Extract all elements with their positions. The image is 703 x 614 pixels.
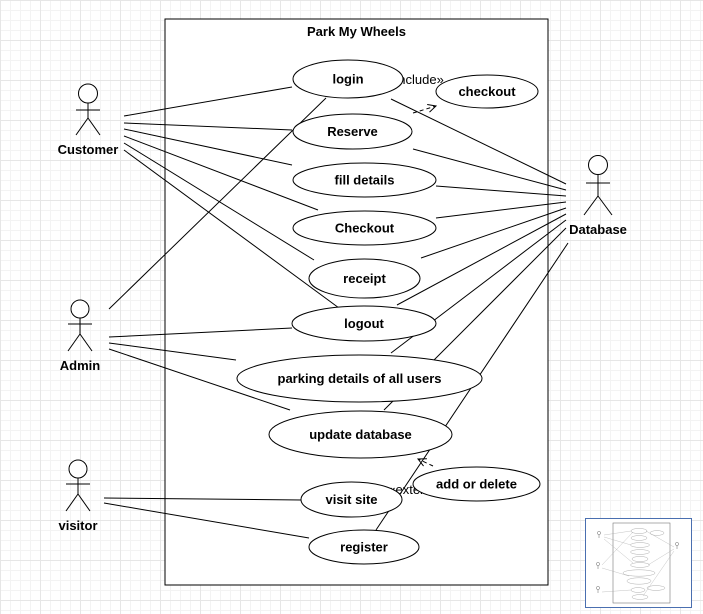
assoc-customer-login[interactable] — [123, 86, 293, 117]
assoc-database-receipt[interactable] — [420, 207, 567, 259]
assoc-customer-reserve[interactable] — [123, 122, 293, 131]
assoc-admin-parking-details[interactable] — [108, 342, 237, 361]
actor-admin-label: Admin — [60, 358, 101, 373]
assoc-customer-fill-details[interactable] — [123, 128, 293, 166]
system-title: Park My Wheels — [307, 24, 406, 39]
use-case-register-label: register — [340, 540, 388, 555]
use-case-parking-details-label: parking details of all users — [278, 371, 442, 386]
minimap-preview — [596, 522, 679, 604]
use-case-visit-site-label: visit site — [325, 492, 377, 507]
use-case-update-database-label: update database — [309, 427, 412, 442]
use-case-add-or-delete-label: add or delete — [436, 477, 517, 492]
use-case-add-or-delete[interactable]: add or delete — [412, 466, 541, 502]
actor-customer-label: Customer — [58, 142, 119, 157]
use-case-checkout-include[interactable]: checkout — [435, 74, 539, 109]
assoc-admin-logout[interactable] — [108, 327, 293, 338]
assoc-database-fill-details[interactable] — [435, 185, 567, 197]
use-case-parking-details[interactable]: parking details of all users — [236, 354, 483, 403]
use-case-fill-details-label: fill details — [335, 173, 395, 188]
assoc-visitor-visit-site[interactable] — [103, 497, 303, 501]
extend-arrow[interactable] — [418, 459, 434, 467]
assoc-database-checkout[interactable] — [435, 201, 567, 219]
actor-visitor-label: visitor — [58, 518, 97, 533]
use-case-checkout[interactable]: Checkout — [292, 210, 437, 246]
assoc-database-logout[interactable] — [396, 213, 567, 306]
use-case-checkout-label: Checkout — [335, 221, 395, 236]
use-case-logout-label: logout — [344, 316, 384, 331]
actor-visitor[interactable] — [65, 459, 91, 512]
actor-database[interactable] — [583, 155, 613, 216]
actor-admin[interactable] — [67, 299, 93, 352]
use-case-login-label: login — [332, 72, 363, 87]
use-case-logout[interactable]: logout — [291, 305, 437, 342]
use-case-reserve-label: Reserve — [327, 124, 378, 139]
use-case-visit-site[interactable]: visit site — [300, 481, 403, 518]
assoc-database-reserve[interactable] — [412, 148, 567, 191]
assoc-customer-checkout[interactable] — [123, 135, 319, 211]
use-case-receipt-label: receipt — [343, 271, 386, 286]
assoc-customer-logout[interactable] — [123, 149, 340, 309]
assoc-admin-update-database[interactable] — [108, 348, 291, 411]
use-case-checkout-include-label: checkout — [458, 84, 516, 99]
assoc-database-login[interactable] — [390, 98, 567, 185]
use-case-register[interactable]: register — [308, 529, 420, 565]
use-case-update-database[interactable]: update database — [268, 410, 453, 459]
assoc-admin-login[interactable] — [108, 97, 327, 310]
assoc-visitor-register[interactable] — [103, 502, 310, 539]
associations — [103, 86, 569, 539]
outline-minimap[interactable] — [585, 518, 692, 608]
use-case-receipt[interactable]: receipt — [308, 258, 421, 299]
use-case-reserve[interactable]: Reserve — [292, 113, 413, 150]
use-case-login[interactable]: login — [292, 59, 404, 99]
use-case-fill-details[interactable]: fill details — [292, 162, 437, 198]
actor-customer[interactable] — [75, 83, 101, 136]
actor-database-label: Database — [569, 222, 627, 237]
